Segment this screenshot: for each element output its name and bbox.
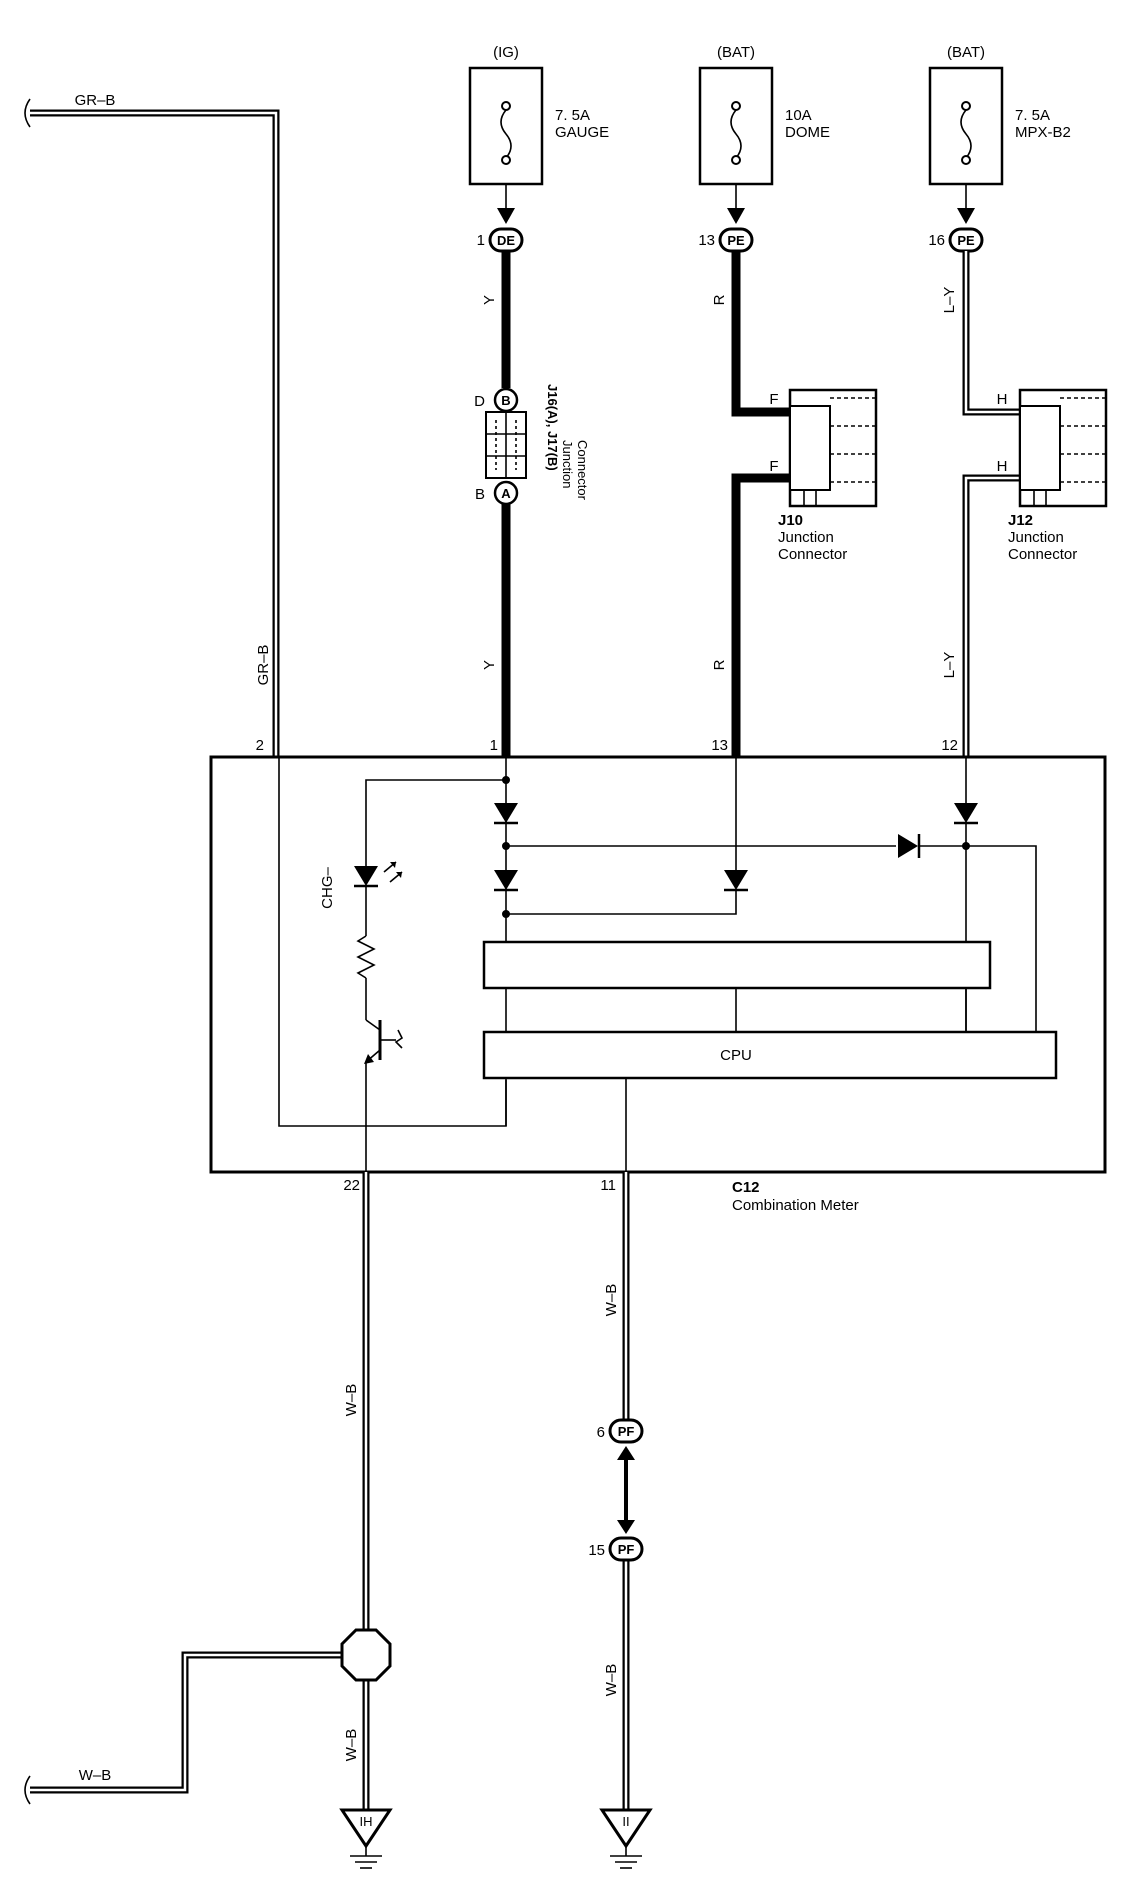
- connector-pe-13: 13 PE: [698, 227, 754, 253]
- svg-text:PE: PE: [727, 233, 745, 248]
- meter-internal-circuit: CPU: [278, 757, 1058, 1172]
- fuse-gauge-rating: 7. 5A: [555, 107, 590, 124]
- fuse-gauge-source: (IG): [493, 44, 519, 61]
- svg-text:1: 1: [490, 737, 498, 754]
- diode-icon: [898, 834, 918, 858]
- svg-text:Connector: Connector: [1008, 546, 1077, 563]
- fuse-mpx-source: (BAT): [947, 44, 985, 61]
- diode-icon: [724, 870, 748, 890]
- connector-pf-6: 6 PF: [597, 1418, 644, 1460]
- meter-id: C12: [732, 1179, 760, 1196]
- chg-label: CHG–: [319, 867, 336, 909]
- svg-text:22: 22: [343, 1177, 360, 1194]
- svg-text:13: 13: [711, 737, 728, 754]
- arrow-icon: [497, 208, 515, 224]
- arrow-icon: [727, 208, 745, 224]
- svg-text:DE: DE: [497, 233, 515, 248]
- svg-text:D: D: [474, 393, 485, 410]
- arrow-icon: [957, 208, 975, 224]
- wire-y-label-top: Y: [481, 295, 498, 305]
- svg-text:11: 11: [600, 1177, 616, 1194]
- junction-j10-id: J10: [778, 512, 803, 529]
- wire-ly: [962, 251, 1020, 757]
- wire-break-icon: [24, 98, 31, 128]
- svg-text:Connector: Connector: [778, 546, 847, 563]
- svg-text:PE: PE: [957, 233, 975, 248]
- svg-text:F: F: [769, 391, 778, 408]
- svg-text:A: A: [501, 486, 511, 501]
- svg-text:16: 16: [928, 232, 945, 249]
- wire-wb-mid-lower-label: W–B: [603, 1664, 620, 1697]
- svg-text:12: 12: [941, 737, 958, 754]
- svg-text:B: B: [501, 393, 510, 408]
- junction-j12-id: J12: [1008, 512, 1033, 529]
- wire-y-label-bottom: Y: [481, 660, 498, 670]
- fuse-gauge: (IG) 7. 5A GAUGE: [468, 44, 609, 186]
- wire-wb-mid-label: W–B: [603, 1284, 620, 1317]
- wire-wb-left: [30, 1172, 370, 1810]
- svg-text:2: 2: [256, 737, 264, 754]
- diode-icon: [494, 870, 518, 890]
- svg-text:IH: IH: [360, 1814, 373, 1829]
- fuse-dome-name: DOME: [785, 124, 830, 141]
- svg-text:Junction: Junction: [560, 440, 575, 488]
- wire-ly-label-bottom: L–Y: [941, 652, 958, 679]
- fuse-dome-source: (BAT): [717, 44, 755, 61]
- wire-gr-b-label-side: GR–B: [255, 645, 272, 686]
- meter-ic-block: [482, 940, 992, 990]
- charge-warning-lamp-icon: [354, 866, 378, 886]
- fuse-mpx-name: MPX-B2: [1015, 124, 1071, 141]
- diode-icon: [954, 803, 978, 823]
- wire-wb-left-label: W–B: [343, 1384, 360, 1417]
- meter-name: Combination Meter: [732, 1197, 859, 1214]
- junction-j10: F F J10 Junction Connector: [769, 388, 878, 563]
- fuse-mpx-b2: (BAT) 7. 5A MPX-B2: [928, 44, 1071, 186]
- splice-point-icon: [340, 1628, 392, 1682]
- connector-pe-16: 16 PE: [928, 227, 984, 253]
- ground-ii: II: [599, 1808, 653, 1869]
- svg-text:Junction: Junction: [778, 529, 834, 546]
- fuse-gauge-name: GAUGE: [555, 124, 609, 141]
- connector-pf-15: 15 PF: [588, 1520, 644, 1562]
- fuse-dome: (BAT) 10A DOME: [698, 44, 830, 186]
- wire-wb-left-lower-label: W–B: [343, 1729, 360, 1762]
- svg-text:H: H: [997, 391, 1008, 408]
- ground-ih: IH: [339, 1808, 393, 1869]
- wire-r-lower: [731, 473, 790, 757]
- cpu-block: [482, 1030, 1058, 1080]
- wire-gr-b: [30, 109, 280, 757]
- wire-wb-bottom-left-label: W–B: [79, 1767, 112, 1784]
- svg-text:Connector: Connector: [575, 440, 590, 501]
- svg-text:H: H: [997, 458, 1008, 475]
- fuse-dome-rating: 10A: [785, 107, 812, 124]
- svg-text:6: 6: [597, 1424, 605, 1441]
- svg-text:15: 15: [588, 1542, 605, 1559]
- fuse-mpx-rating: 7. 5A: [1015, 107, 1050, 124]
- wire-r-label-top: R: [711, 294, 728, 305]
- combination-meter-box: [209, 755, 1107, 1174]
- diode-icon: [494, 803, 518, 823]
- svg-text:II: II: [622, 1814, 629, 1829]
- svg-text:B: B: [475, 486, 485, 503]
- wire-r-label-bottom: R: [711, 659, 728, 670]
- wire-r-upper: [731, 251, 790, 417]
- arrow-icon: [617, 1446, 635, 1460]
- cpu-label: CPU: [720, 1047, 752, 1064]
- svg-text:13: 13: [698, 232, 715, 249]
- svg-text:PF: PF: [618, 1424, 635, 1439]
- svg-text:Junction: Junction: [1008, 529, 1064, 546]
- connector-de: 1 DE: [477, 227, 524, 253]
- svg-text:PF: PF: [618, 1542, 635, 1557]
- junction-j16-j17: D B B A J16(A), J17(B) Junction Connecto…: [474, 384, 590, 506]
- wire-gr-b-label-top: GR–B: [75, 92, 116, 109]
- svg-text:F: F: [769, 458, 778, 475]
- wire-ly-label-top: L–Y: [941, 287, 958, 314]
- junction-j16-label: J16(A), J17(B): [545, 384, 560, 471]
- arrow-icon: [617, 1520, 635, 1534]
- svg-text:1: 1: [477, 232, 485, 249]
- wire-break-icon: [24, 1775, 31, 1805]
- junction-j12: H H J12 Junction Connector: [997, 388, 1108, 563]
